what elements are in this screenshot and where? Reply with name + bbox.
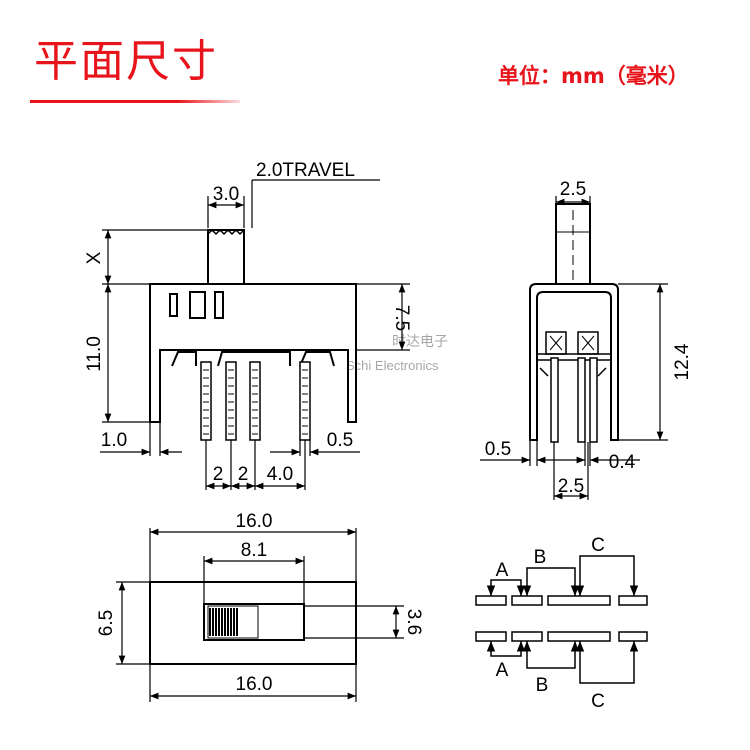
unit-label: 单位：mm（毫米） [498, 64, 689, 88]
top-view [149, 581, 357, 665]
side-contacts [538, 331, 610, 377]
schematic-bottom-label-a: A [496, 660, 509, 681]
top-dimensions [116, 528, 404, 702]
side-dimension-labels: 2.5 12.4 0.5 0.4 2.5 [485, 179, 693, 497]
front-pitch-2-label: 2 [238, 464, 249, 485]
front-overall-height-label: 11.0 [84, 336, 105, 372]
schematic-top-label-c: C [591, 535, 605, 556]
schematic-top-label-b: B [534, 547, 547, 568]
front-pitch-1-label: 2 [213, 464, 224, 485]
top-length-bottom-label: 16.0 [236, 674, 273, 695]
side-view [529, 203, 619, 443]
front-standoff-left [171, 351, 197, 367]
front-actuator [207, 229, 245, 285]
front-view [149, 228, 357, 441]
side-dimensions [480, 196, 668, 500]
top-length-top-label: 16.0 [236, 511, 273, 532]
front-standoff-right [299, 351, 335, 367]
schematic-bottom-pad-1 [475, 631, 507, 642]
watermark-line2: Schi Electronics [346, 358, 439, 373]
front-actuator-width-label: 3.0 [213, 184, 239, 205]
side-pins [550, 357, 598, 443]
front-standoff-mid [217, 351, 291, 367]
side-pin-spacing-label: 2.5 [558, 476, 584, 497]
front-left-offset-label: 1.0 [101, 430, 127, 451]
front-travel-label: 2.0TRAVEL [256, 160, 355, 181]
schematic-bottom-label-c: C [591, 691, 605, 712]
front-body-height-label: 7.5 [391, 305, 412, 331]
page-title: 平面尺寸 [34, 36, 218, 87]
front-x-label: X [84, 251, 105, 264]
top-knob [207, 605, 259, 639]
front-pitch-3-label: 4.0 [267, 464, 293, 485]
schematic-top-label-a: A [496, 560, 509, 581]
title-underline [30, 100, 240, 103]
schematic-top-pad-2 [511, 595, 543, 606]
front-slot-2 [189, 291, 206, 319]
front-dimension-labels: 2.0TRAVEL 3.0 X 11.0 7.5 1.0 0.5 2 2 4.0 [84, 160, 412, 485]
top-knob-width-label: 3.6 [403, 609, 424, 635]
schematic-labels: A B C A B C [496, 535, 605, 712]
side-height-label: 12.4 [672, 343, 693, 380]
switch-schematic [475, 555, 648, 684]
front-slot-1 [169, 293, 178, 317]
schematic-bottom-pad-2 [511, 631, 543, 642]
schematic-bottom-pad-4 [618, 631, 648, 642]
front-pins [200, 361, 311, 441]
side-frame [529, 283, 619, 441]
schematic-top-pad-3 [547, 595, 611, 606]
front-pin-thickness-label: 0.5 [327, 430, 353, 451]
front-dimensions [100, 179, 410, 490]
top-width-label: 6.5 [96, 610, 117, 636]
watermark-line1: 时达电子 [392, 333, 448, 349]
side-pin-right-label: 0.4 [609, 452, 636, 473]
top-slot-length-label: 8.1 [241, 540, 267, 561]
schematic-bottom-label-b: B [536, 675, 549, 696]
schematic-top-pad-4 [618, 595, 648, 606]
watermark: 时达电子 Schi Electronics [346, 333, 448, 373]
top-dimension-labels: 16.0 8.1 6.5 3.6 16.0 [96, 511, 424, 695]
front-slot-3 [214, 291, 224, 319]
schematic-top-pad-1 [475, 595, 507, 606]
side-pin-left-label: 0.5 [485, 439, 511, 460]
side-actuator-width-label: 2.5 [560, 179, 586, 200]
schematic-bottom-pad-3 [547, 631, 611, 642]
